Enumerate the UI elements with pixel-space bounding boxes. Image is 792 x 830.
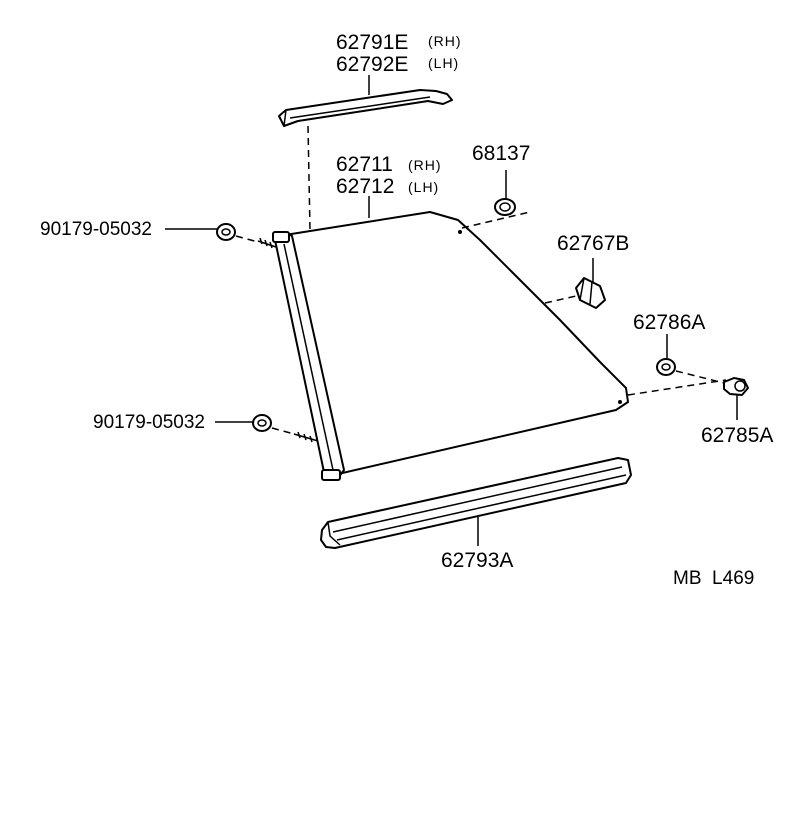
label-62791e-side: (RH)	[428, 33, 462, 49]
label-90179-top: 90179-05032	[40, 219, 152, 240]
label-62792e: 62792E	[336, 53, 408, 76]
frame-bottom-cap	[321, 469, 341, 481]
dashed-line-62786a-2	[675, 370, 725, 384]
label-62791e: 62791E	[336, 31, 408, 54]
label-62711: 62711	[336, 153, 393, 176]
clip-62767b	[575, 277, 606, 309]
screw-bottom	[252, 414, 319, 443]
dashed-line-68137	[461, 211, 531, 229]
label-62786a: 62786A	[633, 311, 705, 334]
clip-68137	[494, 198, 516, 216]
dashed-line-62786a	[627, 379, 727, 396]
label-90179-bottom: 90179-05032	[93, 412, 205, 433]
lower-moulding-strip	[320, 457, 632, 549]
dashed-line-screw-top	[235, 235, 259, 243]
screw-top	[216, 223, 277, 249]
label-62793a: 62793A	[441, 549, 513, 572]
clip-62786a	[656, 358, 676, 376]
dashed-line-garnish	[307, 125, 311, 231]
upper-garnish-strip	[278, 89, 453, 127]
panel-hole	[458, 230, 462, 234]
panel-frame-bar	[272, 231, 345, 481]
label-62712: 62712	[336, 175, 394, 198]
quarter-trim-panel	[284, 211, 629, 475]
dashed-line-62767b	[544, 295, 577, 304]
panel-hole-2	[618, 400, 622, 404]
label-62712-side: (LH)	[408, 179, 439, 195]
label-62711-side: (RH)	[408, 157, 442, 173]
label-68137: 68137	[472, 142, 530, 165]
label-62767b: 62767B	[557, 232, 629, 255]
clip-62785a	[723, 377, 749, 396]
label-62792e-side: (LH)	[428, 55, 459, 71]
reference-code: MB L469	[673, 568, 754, 589]
frame-top-cap	[272, 231, 290, 243]
label-62785a: 62785A	[701, 424, 773, 447]
dashed-line-screw-bottom	[271, 427, 295, 435]
